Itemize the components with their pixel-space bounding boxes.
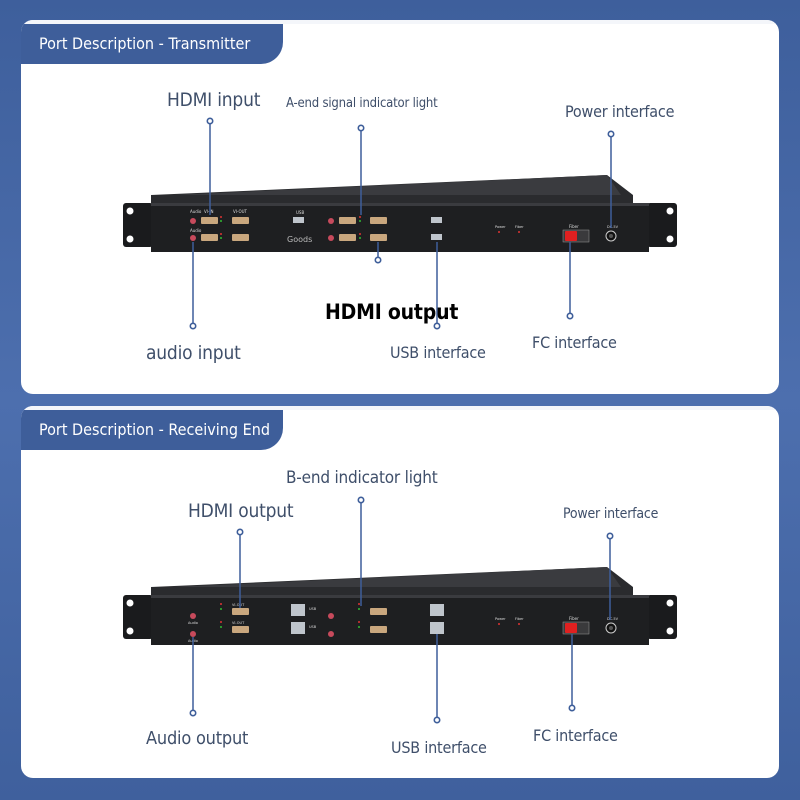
- usb-port: [430, 604, 444, 616]
- goods-watermark: Goods: [287, 235, 312, 244]
- hdmi-input-port-group: Audio VI-IN VI-OUT Audio: [190, 209, 249, 241]
- label-hdmi-output: HDMI output: [325, 300, 459, 324]
- audio-jack: [328, 235, 334, 241]
- receiver-panel: Port Description - Receiving End Audio A…: [21, 406, 779, 778]
- audio-port-label: Audio: [188, 621, 198, 625]
- audio-jack: [328, 613, 334, 619]
- vout-port-label: VI-OUT: [232, 621, 245, 625]
- label-b-end-indicator: B-end indicator light: [286, 468, 438, 488]
- receiver-callouts: [192, 500, 611, 720]
- usb-port-label: USB: [309, 625, 317, 629]
- audio-jack: [190, 613, 196, 619]
- audio-jack: [190, 235, 196, 241]
- dc-power-port: DC-5V: [605, 225, 619, 242]
- usb-port-label: USB: [296, 210, 304, 215]
- hdmi-port: [201, 217, 218, 224]
- label-audio-input: audio input: [146, 342, 241, 364]
- hdmi-port: [370, 626, 387, 633]
- fiber-port: Fiber: [562, 224, 590, 243]
- power-led-label: Power: [495, 225, 506, 229]
- hdmi-port: [232, 608, 249, 615]
- audio-jack: [328, 218, 334, 224]
- vin-port-label: VI-IN: [204, 209, 214, 214]
- tab-strip: [21, 406, 779, 410]
- fiber-led-label: Fiber: [515, 617, 524, 621]
- usb-port: [430, 622, 444, 634]
- hdmi-port: [339, 234, 356, 241]
- label-fc-interface: FC interface: [533, 726, 618, 745]
- vout-port-label: VI-OUT: [233, 209, 248, 214]
- label-a-end-indicator: A-end signal indicator light: [286, 96, 438, 111]
- callout-dots: [189, 117, 615, 330]
- dc-power-port: DC-5V: [605, 617, 619, 634]
- audio-jack: [190, 218, 196, 224]
- usb-port-label: USB: [309, 607, 317, 611]
- tab-strip: [21, 20, 779, 24]
- status-leds: Power Fiber: [495, 617, 524, 625]
- transmitter-diagram: Audio VI-IN VI-OUT Audio USB Goods: [123, 117, 677, 330]
- fiber-led-label: Fiber: [515, 225, 524, 229]
- transmitter-callouts: [192, 121, 612, 326]
- audio-jack: [328, 631, 334, 637]
- hdmi-output-port-group: [328, 216, 387, 241]
- receiver-diagram: Audio Audio VI-OUT VI-OUT USB USB: [123, 496, 677, 724]
- hdmi-port: [201, 234, 218, 241]
- hdmi-port: [370, 608, 387, 615]
- audio-jack: [190, 631, 196, 637]
- usb-port: [291, 604, 305, 616]
- status-leds: Power Fiber: [495, 225, 524, 233]
- fiber-port-label: Fiber: [569, 224, 579, 229]
- usb-port: [291, 622, 305, 634]
- audio-port-label: Audio: [190, 228, 202, 233]
- usb-port-group-left: USB Goods: [287, 210, 312, 244]
- dc-port-label: DC-5V: [607, 617, 619, 621]
- label-hdmi-input: HDMI input: [167, 89, 261, 111]
- label-power-interface: Power interface: [565, 102, 675, 121]
- receiver-title: Port Description - Receiving End: [21, 410, 283, 450]
- usb-port-group-right: [431, 217, 442, 240]
- usb-port-group-left: USB USB: [291, 604, 317, 634]
- callout-dots: [189, 496, 614, 724]
- hdmi-port: [232, 234, 249, 241]
- usb-port: [293, 217, 304, 223]
- transmitter-panel: Port Description - Transmitter Audio VI-…: [21, 20, 779, 394]
- fiber-port-label: Fiber: [569, 616, 579, 621]
- usb-port-group-right: [430, 604, 444, 634]
- usb-port: [431, 234, 442, 240]
- label-fc-interface: FC interface: [532, 333, 617, 352]
- hdmi-port: [339, 217, 356, 224]
- label-power-interface: Power interface: [563, 506, 659, 522]
- hdmi-port: [370, 234, 387, 241]
- hdmi-output-port-group-left: VI-OUT VI-OUT: [220, 603, 249, 633]
- label-usb-interface: USB interface: [391, 738, 487, 757]
- fiber-port: Fiber: [562, 616, 590, 635]
- power-led-label: Power: [495, 617, 506, 621]
- transmitter-title: Port Description - Transmitter: [21, 24, 283, 64]
- hdmi-output-port-group-right: [328, 603, 387, 637]
- usb-port: [431, 217, 442, 223]
- label-audio-output: Audio output: [146, 728, 249, 749]
- audio-port-label: Audio: [190, 209, 202, 214]
- hdmi-port: [232, 626, 249, 633]
- transmitter-device: [123, 175, 677, 252]
- vout-port-label: VI-OUT: [232, 603, 245, 607]
- dc-port-label: DC-5V: [607, 225, 619, 229]
- receiver-device: [123, 567, 677, 645]
- hdmi-port: [370, 217, 387, 224]
- hdmi-port: [232, 217, 249, 224]
- label-hdmi-output: HDMI output: [188, 500, 294, 522]
- label-usb-interface: USB interface: [390, 343, 486, 362]
